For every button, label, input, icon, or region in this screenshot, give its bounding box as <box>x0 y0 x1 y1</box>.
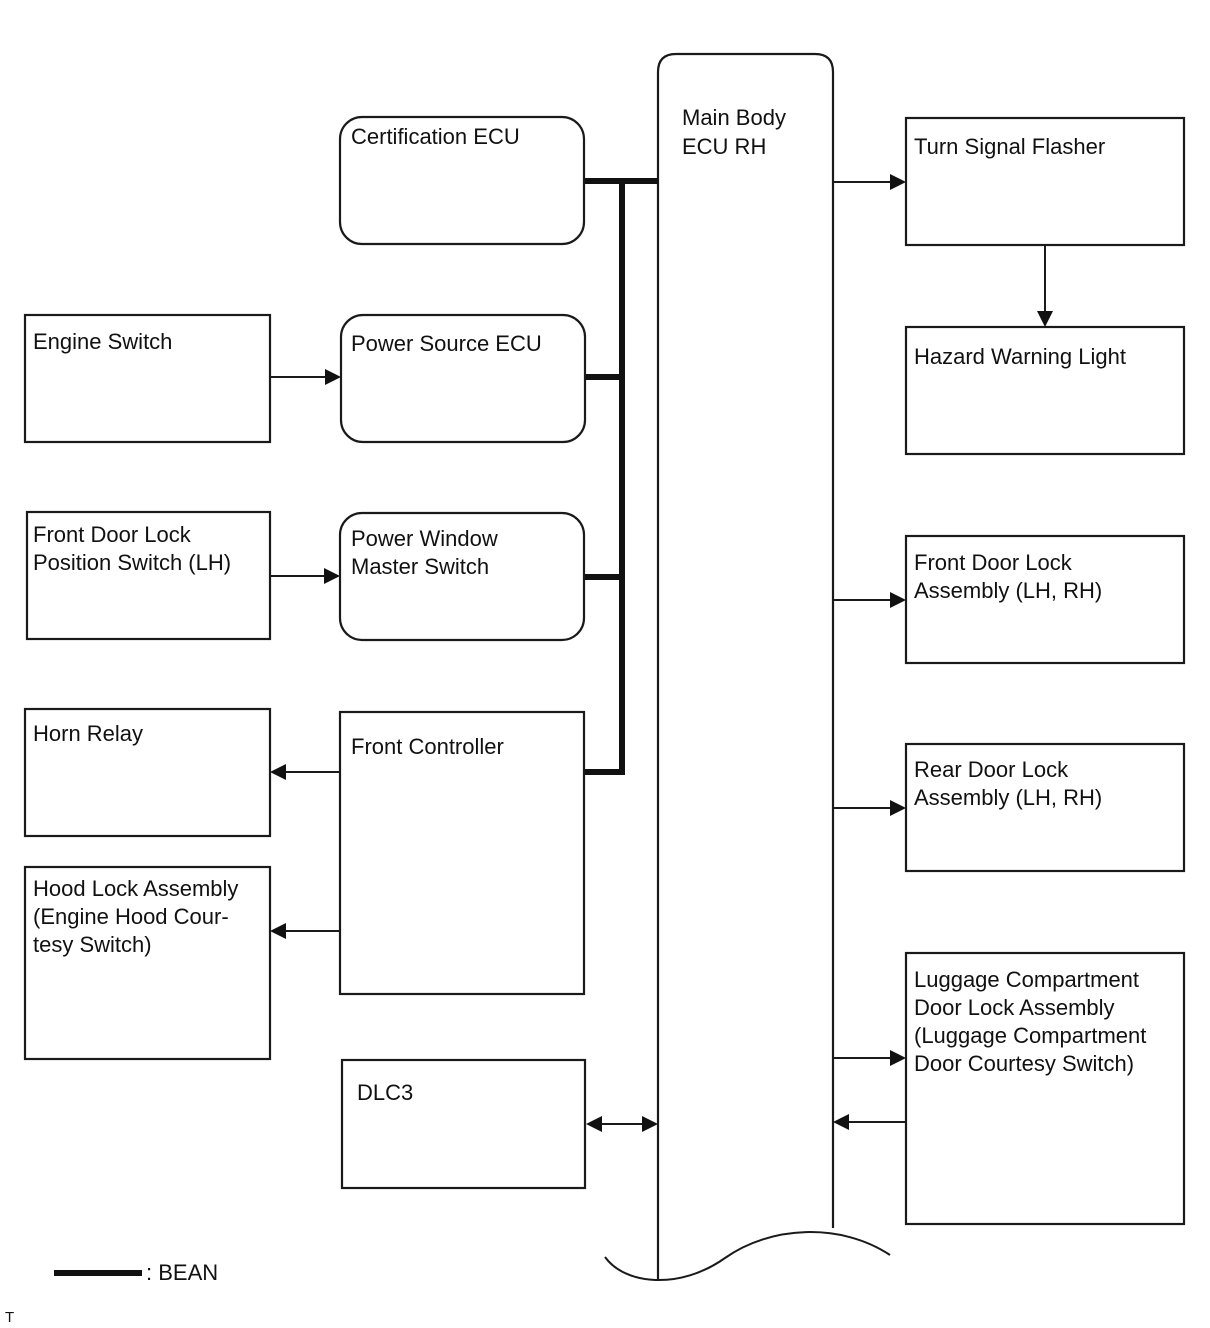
hood-lock-assembly-box <box>23 865 272 1061</box>
bus-break-wave <box>604 1231 891 1282</box>
arrow-main-ecu-to-front-door-lock-assembly <box>833 592 906 608</box>
luggage-compartment-door-lock-assembly-box <box>904 951 1186 1226</box>
turn-signal-flasher-box <box>904 116 1186 247</box>
arrow-front-controller-to-horn-relay <box>270 764 340 780</box>
hood-lock-assembly-label-line3: tesy Switch) <box>33 932 152 957</box>
luggage-compartment-label-line1: Luggage Compartment <box>914 967 1139 992</box>
legend-bean-label: : BEAN <box>146 1260 218 1285</box>
arrow-door-lock-position-switch-to-power-window-master-switch <box>270 568 340 584</box>
front-door-lock-position-switch-box <box>25 510 272 641</box>
front-controller-label: Front Controller <box>351 734 504 759</box>
arrow-main-ecu-to-rear-door-lock-assembly <box>833 800 906 816</box>
engine-switch-label: Engine Switch <box>33 329 172 354</box>
rear-door-lock-assembly-box <box>904 742 1186 873</box>
main-ecu-label-line1: Main Body <box>682 105 786 130</box>
hazard-warning-light-box <box>904 325 1186 456</box>
rear-door-lock-assembly-label-line1: Rear Door Lock <box>914 757 1069 782</box>
hazard-warning-light-label: Hazard Warning Light <box>914 344 1126 369</box>
arrow-main-ecu-to-turn-signal-flasher <box>833 174 906 190</box>
power-source-ecu-box <box>339 313 587 444</box>
power-source-ecu-label: Power Source ECU <box>351 331 542 356</box>
power-window-master-switch-label-line2: Master Switch <box>351 554 489 579</box>
arrow-turn-signal-flasher-to-hazard-warning-light <box>1037 245 1053 327</box>
arrow-luggage-compartment-to-main-ecu <box>833 1114 906 1130</box>
arrow-main-ecu-to-luggage-compartment <box>833 1050 906 1066</box>
front-door-lock-assembly-label-line1: Front Door Lock <box>914 550 1073 575</box>
arrow-dlc3-bidirectional <box>586 1116 658 1132</box>
main-body-ecu-rh-bus <box>656 52 835 1280</box>
main-ecu-label-line2: ECU RH <box>682 134 766 159</box>
luggage-compartment-label-line2: Door Lock Assembly <box>914 995 1115 1020</box>
turn-signal-flasher-label: Turn Signal Flasher <box>914 134 1105 159</box>
arrow-engine-switch-to-power-source-ecu <box>270 369 341 385</box>
luggage-compartment-label-line4: Door Courtesy Switch) <box>914 1051 1134 1076</box>
front-door-lock-position-switch-label-line1: Front Door Lock <box>33 522 192 547</box>
front-controller-box <box>338 710 586 996</box>
footer-mark: T <box>5 1309 14 1326</box>
hood-lock-assembly-label-line2: (Engine Hood Cour- <box>33 904 229 929</box>
horn-relay-label: Horn Relay <box>33 721 143 746</box>
luggage-compartment-label-line3: (Luggage Compartment <box>914 1023 1146 1048</box>
hood-lock-assembly-label-line1: Hood Lock Assembly <box>33 876 238 901</box>
front-door-lock-position-switch-label-line2: Position Switch (LH) <box>33 550 231 575</box>
certification-ecu-box <box>338 115 586 246</box>
front-door-lock-assembly-box <box>904 534 1186 665</box>
horn-relay-box <box>23 707 272 838</box>
front-door-lock-assembly-label-line2: Assembly (LH, RH) <box>914 578 1102 603</box>
arrow-front-controller-to-hood-lock-assembly <box>270 923 340 939</box>
rear-door-lock-assembly-label-line2: Assembly (LH, RH) <box>914 785 1102 810</box>
dlc3-label: DLC3 <box>357 1080 413 1105</box>
power-window-master-switch-label-line1: Power Window <box>351 526 498 551</box>
certification-ecu-label: Certification ECU <box>351 124 520 149</box>
engine-switch-box <box>23 313 272 444</box>
power-window-master-switch-box <box>338 511 586 642</box>
dlc3-box <box>340 1058 587 1190</box>
